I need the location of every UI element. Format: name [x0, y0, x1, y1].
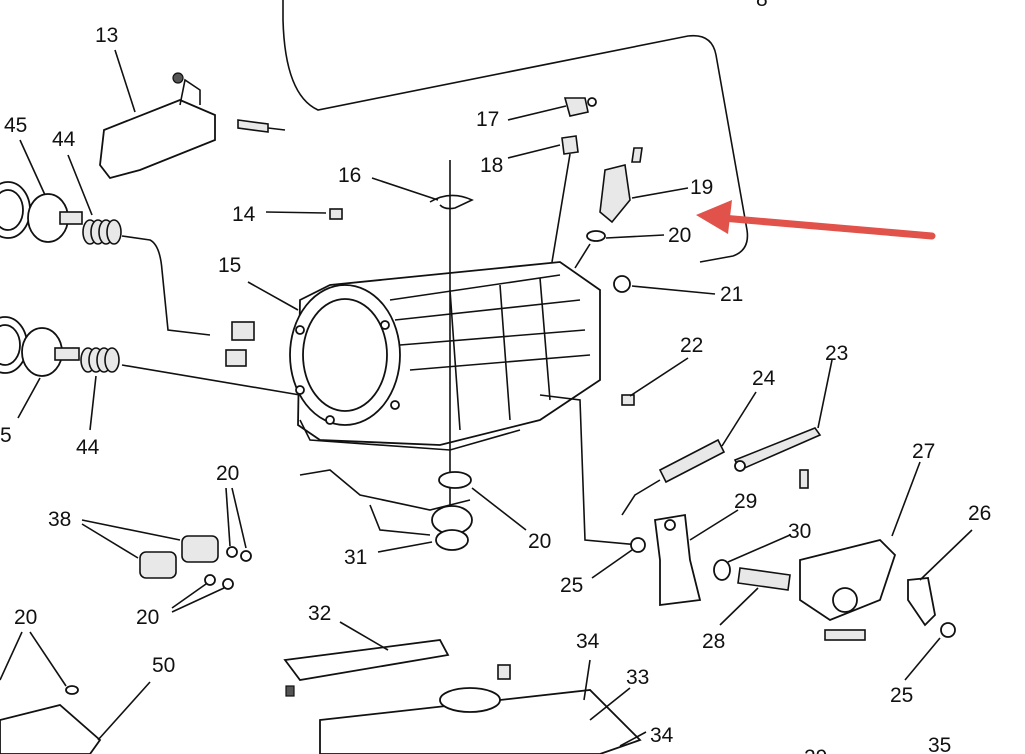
part-17-18-fitting [551, 97, 597, 263]
transmission-case [289, 261, 601, 451]
leader-arrows [0, 49, 973, 747]
part-19-sensor [574, 147, 643, 269]
callout-frame [282, 0, 749, 263]
label-45-upper: 45 [4, 114, 27, 137]
part-26-bracket [907, 577, 956, 638]
part-30-washer [713, 559, 731, 581]
label-20-sensor: 20 [668, 224, 691, 247]
part-45-44-lower [0, 316, 301, 396]
label-29: 29 [734, 490, 757, 513]
label-28: 28 [702, 630, 725, 653]
label-30: 30 [788, 520, 811, 543]
label-21: 21 [720, 283, 743, 306]
label-20-solenoid-upper: 20 [216, 462, 239, 485]
label-27: 27 [912, 440, 935, 463]
label-13: 13 [95, 24, 118, 47]
label-22: 22 [680, 334, 703, 357]
fitting-upper [231, 321, 255, 341]
label-25-right: 25 [890, 684, 913, 707]
part-24-rod [621, 438, 726, 516]
label-8: 8 [756, 0, 768, 11]
label-14: 14 [232, 203, 256, 226]
label-29-bottom: 29 [804, 746, 827, 754]
part-16-clip [429, 194, 474, 210]
label-33: 33 [626, 666, 649, 689]
label-35: 35 [928, 734, 951, 754]
part-33-valve-body [319, 664, 642, 754]
part-21-nut [613, 275, 631, 293]
label-34-lower: 34 [650, 724, 674, 747]
label-23: 23 [825, 342, 848, 365]
part-14-bolt [329, 208, 343, 220]
part-labels: 8 13 45 44 16 17 18 14 19 20 15 21 22 23… [0, 0, 991, 754]
label-31: 31 [344, 546, 367, 569]
label-18: 18 [480, 154, 503, 177]
part-38-solenoids [139, 535, 252, 590]
label-44-upper: 44 [52, 128, 76, 151]
part-23-cable [733, 427, 822, 489]
label-5: 5 [0, 424, 12, 447]
label-44-lower: 44 [76, 436, 100, 459]
part-27-switch [799, 539, 897, 641]
part-32-gasket [283, 639, 450, 681]
label-24: 24 [752, 367, 776, 390]
label-17: 17 [476, 108, 499, 131]
label-32: 32 [308, 602, 331, 625]
fitting-lower [225, 349, 247, 367]
label-20-solenoid-lower: 20 [136, 606, 159, 629]
part-13-bracket [99, 72, 286, 180]
callout-arrow [696, 200, 936, 240]
part-32-plug [285, 685, 295, 697]
label-15: 15 [218, 254, 241, 277]
label-26: 26 [968, 502, 991, 525]
part-50-pan [0, 685, 102, 754]
label-20-pan: 20 [14, 606, 37, 629]
label-50: 50 [152, 654, 175, 677]
part-29-lever [630, 513, 702, 607]
part-22-bolt [621, 394, 635, 406]
label-20-filter: 20 [528, 530, 551, 553]
label-19: 19 [690, 176, 713, 199]
label-16: 16 [338, 164, 361, 187]
part-31-filter [299, 469, 473, 551]
label-38: 38 [48, 508, 71, 531]
label-34-upper: 34 [576, 630, 600, 653]
part-28-shaft [737, 567, 791, 591]
label-25-left: 25 [560, 574, 583, 597]
part-45-44-upper [0, 181, 211, 336]
